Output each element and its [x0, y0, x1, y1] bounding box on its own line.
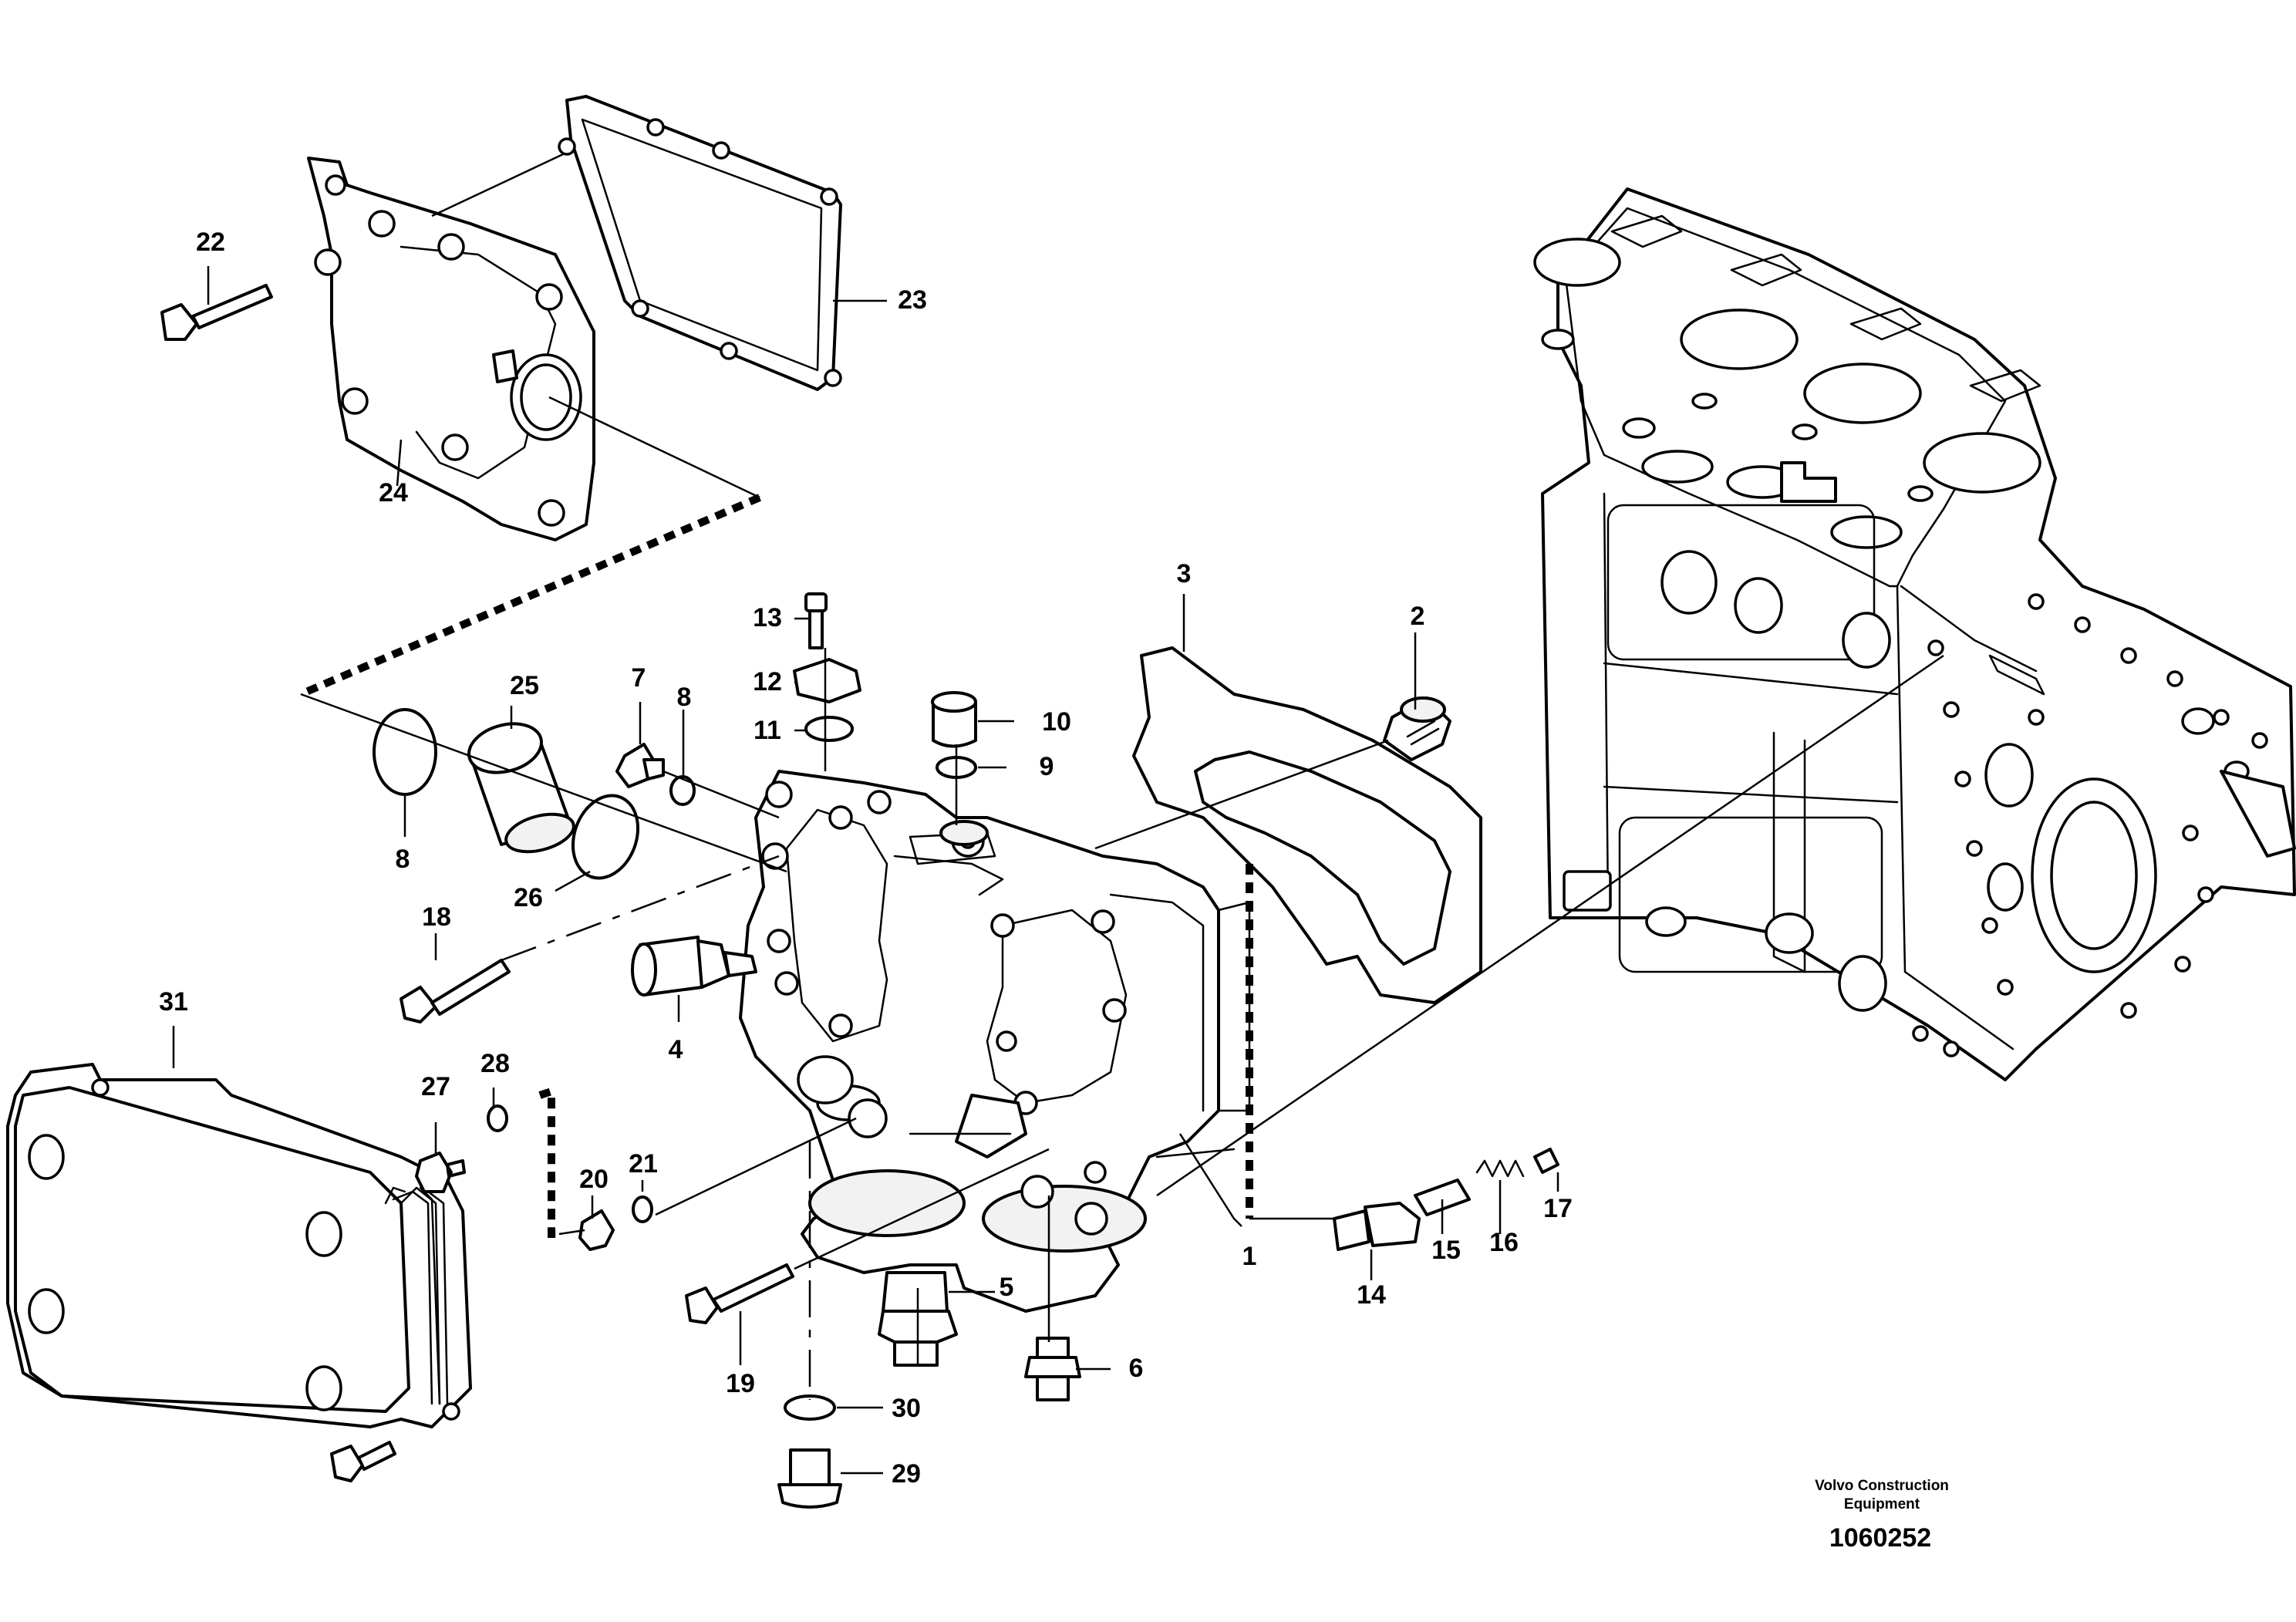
- oil-cooler-31: [6, 1063, 472, 1428]
- gasket-3: [1132, 646, 1482, 1004]
- callout-6: 6: [1129, 1354, 1144, 1383]
- oil-filter-housing: [739, 770, 1251, 1313]
- callout-15: 15: [1431, 1236, 1461, 1265]
- callout-18: 18: [422, 902, 451, 932]
- callout-leaders: [172, 266, 1559, 1475]
- sensor-4: [631, 936, 757, 996]
- callout-1: 1: [1242, 1242, 1257, 1271]
- callout-17: 17: [1543, 1194, 1573, 1223]
- callout-8a: 8: [677, 683, 692, 712]
- callout-21: 21: [629, 1149, 658, 1179]
- plate-12: [793, 658, 861, 703]
- plug-7: [615, 743, 665, 788]
- o-ring-26: [571, 794, 640, 880]
- callout-5: 5: [1000, 1273, 1014, 1302]
- o-ring-11: [804, 716, 854, 742]
- callout-27: 27: [421, 1072, 450, 1101]
- callout-3: 3: [1177, 559, 1192, 588]
- callout-9: 9: [1040, 752, 1054, 781]
- assembly-lines: [299, 153, 1944, 1400]
- callout-4: 4: [669, 1035, 683, 1064]
- cover-24: [307, 157, 595, 541]
- plug-2: [1383, 696, 1451, 761]
- sleeve-25: [467, 722, 575, 854]
- nipple-6: [1024, 1337, 1081, 1401]
- callout-26: 26: [514, 883, 543, 912]
- bolt-18: [400, 959, 511, 1023]
- engine-block: [1533, 187, 2296, 1081]
- bolt-19: [685, 1263, 794, 1324]
- bolt-22: [160, 284, 273, 341]
- brand-line-2: Equipment: [1844, 1496, 1920, 1512]
- plug-17: [1533, 1148, 1559, 1174]
- callout-10: 10: [1042, 707, 1071, 737]
- plug-10: [931, 691, 977, 748]
- valve-14: [1333, 1202, 1421, 1251]
- washer-8: [669, 775, 696, 806]
- callout-23: 23: [898, 285, 927, 315]
- callout-12: 12: [753, 667, 782, 696]
- callout-24: 24: [379, 478, 408, 508]
- plug-20: [578, 1209, 615, 1251]
- callout-22: 22: [196, 228, 225, 257]
- piston-15: [1414, 1179, 1471, 1216]
- plug-29: [777, 1448, 842, 1509]
- callout-2: 2: [1411, 602, 1425, 631]
- brand-line-1: Volvo Construction: [1815, 1478, 1949, 1494]
- callout-14: 14: [1357, 1280, 1386, 1310]
- callout-31: 31: [159, 987, 188, 1017]
- bolt-27: [415, 1152, 466, 1193]
- callout-labels: 1 2 3 4 5 6 7 8 8 9 10 11 12 13 14 15 16…: [159, 228, 1573, 1489]
- o-ring-8: [373, 708, 437, 796]
- callout-25: 25: [510, 671, 539, 700]
- callout-19: 19: [726, 1369, 755, 1398]
- drawing-number: 1060252: [1829, 1523, 1931, 1553]
- callout-7: 7: [632, 663, 646, 693]
- callout-30: 30: [892, 1394, 921, 1423]
- callout-11: 11: [754, 716, 781, 745]
- callout-8b: 8: [396, 845, 410, 874]
- gasket-23: [558, 95, 842, 391]
- caption: Volvo Construction Equipment 1060252: [1815, 1478, 1949, 1553]
- washer-30: [784, 1394, 836, 1421]
- bolt-cooler: [330, 1441, 396, 1482]
- callout-20: 20: [579, 1165, 609, 1194]
- washer-28: [487, 1104, 508, 1132]
- callout-13: 13: [753, 603, 782, 632]
- spring-16: [1475, 1159, 1525, 1178]
- callout-29: 29: [892, 1459, 921, 1489]
- callout-16: 16: [1489, 1228, 1519, 1257]
- screw-13: [804, 592, 828, 649]
- washer-21: [632, 1195, 653, 1223]
- callout-28: 28: [480, 1049, 510, 1078]
